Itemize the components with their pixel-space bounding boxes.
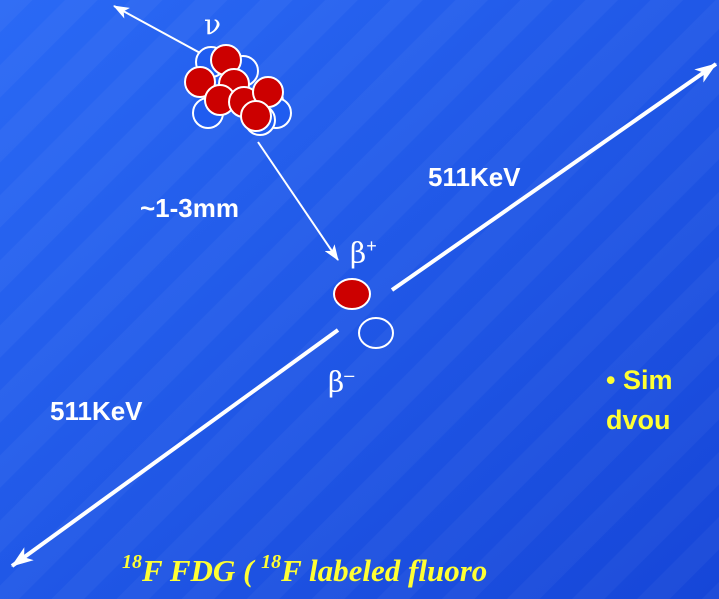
beta-minus-superscript: –	[344, 365, 355, 385]
footer-sup-1: 18	[122, 551, 142, 573]
energy-label-bottom: 511KeV	[50, 396, 143, 426]
beta-minus-label: β–	[328, 365, 354, 398]
footer-part-2: F labeled fluoro	[281, 553, 488, 588]
beta-plus-symbol: β	[350, 236, 367, 270]
gamma-ray-upper-arrow	[390, 62, 718, 292]
side-text-line1: • Sim	[606, 365, 673, 395]
nucleus-icon	[184, 44, 292, 136]
distance-label: ~1-3mm	[140, 193, 239, 223]
energy-label-top: 511KeV	[428, 162, 521, 192]
beta-minus-symbol: β	[328, 365, 345, 399]
side-text-line2: dvou	[606, 405, 671, 435]
footer-caption: 18F FDG ( 18F labeled fluoro	[122, 551, 488, 589]
beta-plus-label: β+	[350, 236, 377, 269]
footer-sup-2: 18	[261, 551, 282, 573]
electron-icon	[358, 317, 394, 349]
footer-part-1: F FDG (	[142, 553, 262, 588]
beta-plus-superscript: +	[366, 236, 377, 256]
neutrino-label: ν	[204, 8, 222, 41]
gamma-ray-lower-arrow	[10, 328, 340, 568]
neutrino-arrow	[113, 5, 203, 55]
positron-path-arrow	[257, 141, 339, 261]
positron-icon	[333, 278, 371, 310]
